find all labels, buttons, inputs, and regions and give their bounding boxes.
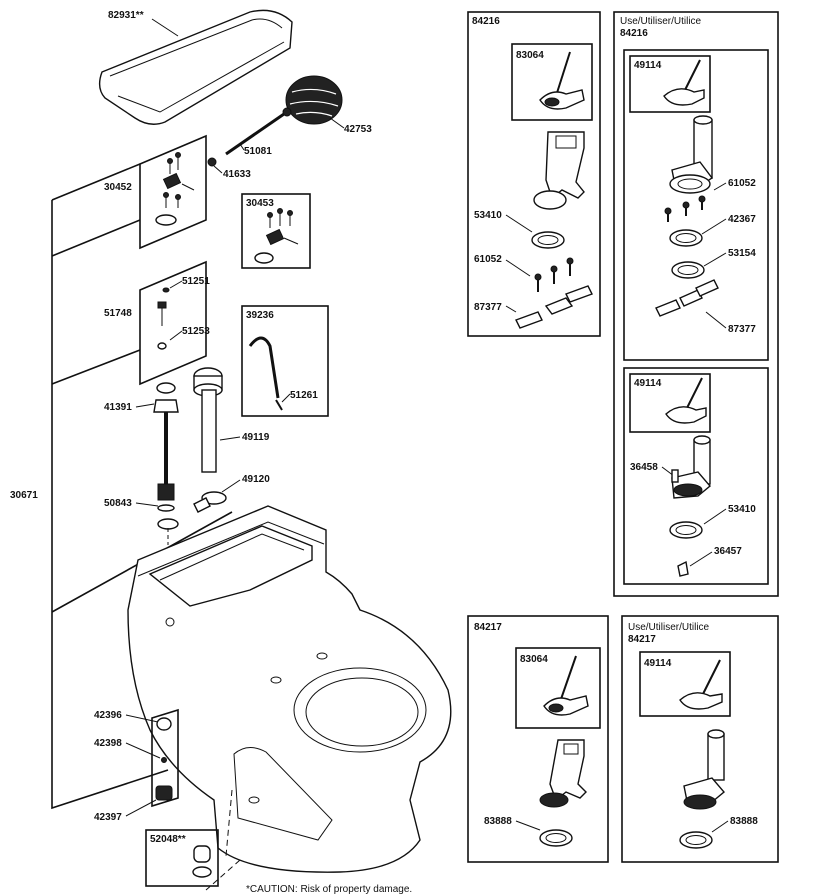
label-cap-42397: 42397 bbox=[94, 812, 122, 823]
kit-52048-box bbox=[145, 829, 219, 887]
panel-84217-gasket-label: 83888 bbox=[484, 816, 512, 827]
kit-30452-box bbox=[139, 134, 207, 250]
gasket-42367-drawing bbox=[669, 229, 703, 247]
kit-51748-box bbox=[139, 260, 207, 386]
label-nut-41633: 41633 bbox=[223, 169, 251, 180]
flush-valve-use-84217-drawing bbox=[683, 729, 725, 810]
panel-use-84216-flapper-label: 49114 bbox=[634, 60, 662, 71]
panel-49114-b bbox=[623, 367, 769, 585]
fill-valve-drawing bbox=[153, 382, 179, 512]
nut-41633-drawing bbox=[207, 157, 217, 167]
panel-49114-b-part-a-label: 36458 bbox=[630, 462, 658, 473]
label-float-ball: 42753 bbox=[344, 124, 372, 135]
panel-use-84216-flapper-box bbox=[629, 55, 711, 113]
clips-use-84216-drawing bbox=[655, 279, 719, 317]
bolt-kit-box bbox=[151, 708, 179, 808]
label-kit-30452: 30452 bbox=[104, 182, 132, 193]
panel-84216 bbox=[467, 11, 601, 337]
label-overflow-49119: 49119 bbox=[242, 432, 270, 443]
gasket-53410-drawing bbox=[531, 231, 565, 249]
panel-use-84216-title: 84216 bbox=[620, 28, 648, 39]
panel-use-84216-clip-label: 87377 bbox=[728, 324, 756, 335]
panel-use-84216-use-text: Use/Utiliser/Utilice bbox=[620, 16, 702, 27]
float-ball-drawing bbox=[282, 75, 343, 125]
label-kit-51748: 51748 bbox=[104, 308, 132, 319]
flush-valve-84217-drawing bbox=[539, 739, 587, 808]
label-bolt-42396: 42396 bbox=[94, 710, 122, 721]
panel-use-84216-gasket-a-label: 42367 bbox=[728, 214, 756, 225]
label-tube-51261: 51261 bbox=[290, 390, 318, 401]
flush-valve-49114-b-drawing bbox=[671, 435, 711, 499]
tank-lid-drawing bbox=[98, 9, 293, 125]
panel-84217-title: 84217 bbox=[474, 622, 502, 633]
panel-use-84217-flapper-label: 49114 bbox=[644, 658, 672, 669]
kit-30453-box bbox=[241, 193, 311, 269]
kit-39236-box bbox=[241, 305, 329, 417]
panel-84216-flapper-box bbox=[511, 43, 593, 121]
panel-use-84217-title: 84217 bbox=[628, 634, 656, 645]
label-tank-lid: 82931** bbox=[108, 10, 144, 21]
flapper-49114-drawing bbox=[663, 59, 705, 106]
flapper-83064-drawing bbox=[539, 51, 585, 110]
flapper-49114-c-drawing bbox=[679, 659, 723, 710]
label-washer-42398: 42398 bbox=[94, 738, 122, 749]
part-36457-drawing bbox=[677, 560, 689, 577]
nut-50843-drawing bbox=[157, 518, 179, 530]
clip-49120-drawing bbox=[193, 491, 227, 513]
gasket-53410-b-drawing bbox=[669, 521, 703, 539]
panel-84217-flapper-label: 83064 bbox=[520, 654, 548, 665]
panel-use-84217-gasket-label: 83888 bbox=[730, 816, 758, 827]
refill-tube-drawing bbox=[248, 336, 280, 399]
flush-valve-84216-drawing bbox=[533, 131, 585, 210]
flush-valve-use-84216-drawing bbox=[669, 115, 714, 194]
label-float-rod: 51081 bbox=[244, 146, 272, 157]
label-ballcock-41391: 41391 bbox=[104, 402, 132, 413]
panel-use-84216-bolt-label: 61052 bbox=[728, 178, 756, 189]
panel-49114-b-gasket-label: 53410 bbox=[728, 504, 756, 515]
panel-49114-b-flapper-label: 49114 bbox=[634, 378, 662, 389]
panel-use-84216-gasket-b-label: 53154 bbox=[728, 248, 756, 259]
panel-use-84217 bbox=[621, 615, 779, 863]
panel-84216-gasket-label: 53410 bbox=[474, 210, 502, 221]
bolts-use-84216-drawing bbox=[664, 195, 706, 222]
gasket-83888-drawing bbox=[539, 829, 573, 847]
panel-use-84216 bbox=[613, 11, 779, 597]
flapper-83064-b-drawing bbox=[543, 655, 589, 716]
gasket-53154-drawing bbox=[671, 261, 705, 279]
panel-84216-flapper-label: 83064 bbox=[516, 50, 544, 61]
panel-84216-bolt-label: 61052 bbox=[474, 254, 502, 265]
panel-84216-clip-label: 87377 bbox=[474, 302, 502, 313]
panel-84217-flapper-box bbox=[515, 647, 601, 729]
label-washer-51251: 51251 bbox=[182, 276, 210, 287]
clips-87377-drawing bbox=[515, 285, 593, 329]
bolts-61052-drawing bbox=[534, 257, 574, 292]
kit-30452-parts bbox=[155, 152, 195, 226]
label-screw-51253: 51253 bbox=[182, 326, 210, 337]
flapper-49114-b-drawing bbox=[665, 377, 707, 424]
label-kit-30453: 30453 bbox=[246, 198, 274, 209]
label-clip-49120: 49120 bbox=[242, 474, 270, 485]
label-cap-52048: 52048** bbox=[150, 834, 186, 845]
panel-use-84216-upper bbox=[623, 49, 769, 361]
label-nut-50843: 50843 bbox=[104, 498, 132, 509]
panel-84217 bbox=[467, 615, 609, 863]
toilet-bowl-drawing bbox=[127, 505, 452, 891]
assembly-bracket-line bbox=[51, 200, 169, 810]
label-kit-39236: 39236 bbox=[246, 310, 274, 321]
panel-49114-b-part-b-label: 36457 bbox=[714, 546, 742, 557]
gasket-83888-b-drawing bbox=[679, 831, 713, 849]
overflow-tube-drawing bbox=[193, 367, 223, 473]
bottom-note: *CAUTION: Risk of property damage. bbox=[246, 884, 412, 895]
float-rod-drawing bbox=[225, 112, 285, 156]
panel-use-84217-flapper-box bbox=[639, 651, 731, 717]
panel-84216-title: 84216 bbox=[472, 16, 500, 27]
kit-30453-parts bbox=[254, 208, 299, 264]
panel-49114-b-flapper-box bbox=[629, 373, 711, 433]
panel-use-84217-use-text: Use/Utiliser/Utilice bbox=[628, 622, 710, 633]
label-bowl: 30671 bbox=[10, 490, 38, 501]
